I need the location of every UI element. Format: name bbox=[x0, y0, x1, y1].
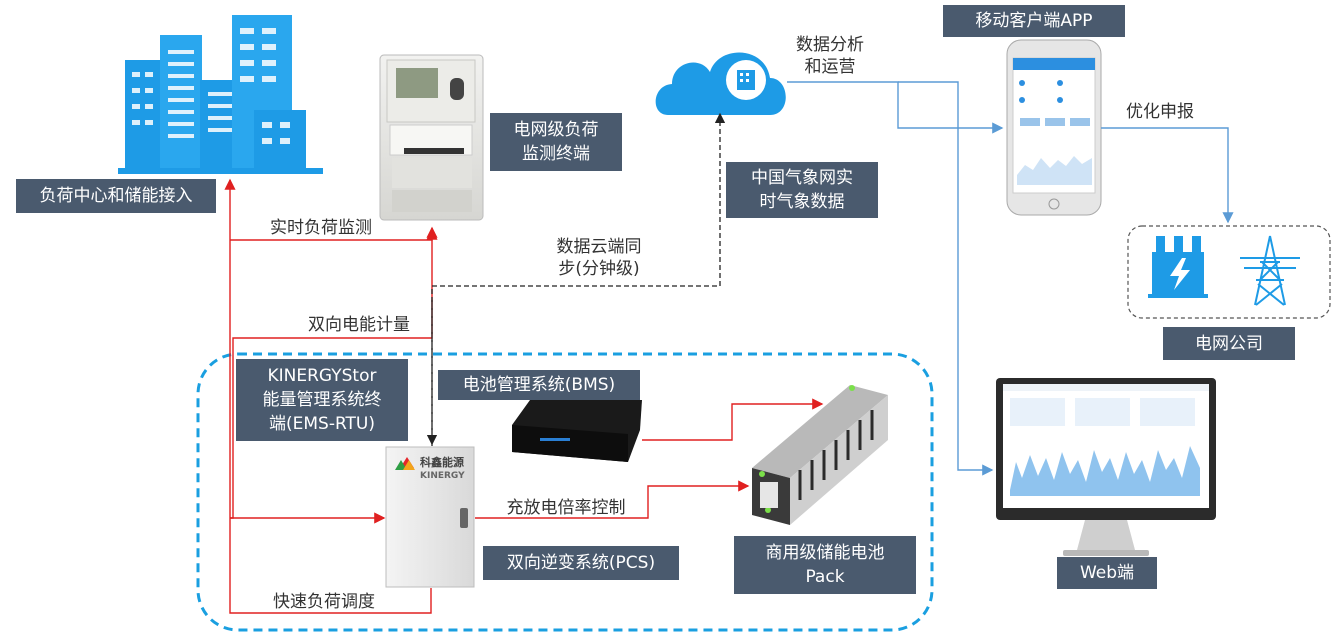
pack-label: 商用级储能电池 Pack bbox=[734, 536, 916, 594]
optimize-text: 优化申报 bbox=[1126, 102, 1194, 122]
charge-control-line bbox=[475, 480, 750, 519]
web-monitor-icon bbox=[996, 378, 1216, 556]
bms-label: 电池管理系统(BMS) bbox=[438, 370, 640, 400]
load-center-label: 负荷中心和储能接入 bbox=[16, 179, 216, 213]
pcs-label: 双向逆变系统(PCS) bbox=[483, 546, 679, 580]
brand-en-text: KINERGY bbox=[420, 471, 465, 481]
transformer-icon bbox=[1148, 236, 1208, 298]
cloud-icon bbox=[655, 52, 786, 115]
charge-control-text: 充放电倍率控制 bbox=[506, 498, 626, 518]
analysis-text: 数据分析 和运营 bbox=[796, 35, 864, 77]
electric-meter-icon bbox=[379, 54, 484, 221]
red-flow-lines bbox=[224, 178, 824, 614]
bidirectional-metering-text: 双向电能计量 bbox=[308, 315, 410, 335]
realtime-monitor-text: 实时负荷监测 bbox=[270, 218, 372, 238]
mobile-phone-icon bbox=[1006, 39, 1102, 216]
ems-label: KINERGYStor 能量管理系统终 端(EMS-RTU) bbox=[236, 359, 408, 441]
battery-pack-icon bbox=[752, 385, 888, 525]
brand-logo-icon bbox=[395, 457, 415, 470]
power-tower-icon bbox=[1240, 235, 1300, 306]
dashed-flow-lines bbox=[426, 112, 726, 446]
cloud-to-app-line bbox=[787, 81, 1004, 134]
web-label: Web端 bbox=[1057, 557, 1157, 589]
brand-cn-text: 科鑫能源 bbox=[420, 455, 464, 469]
fast-dispatch-line bbox=[224, 178, 432, 614]
buildings-icon bbox=[118, 15, 323, 174]
grid-company-frame bbox=[1127, 225, 1331, 319]
app-to-grid-line bbox=[1101, 127, 1234, 224]
app-label: 移动客户端APP bbox=[943, 5, 1125, 37]
fast-dispatch-text: 快速负荷调度 bbox=[273, 592, 375, 612]
cloud-to-web-line bbox=[898, 81, 994, 476]
cloud-sync-text: 数据云端同 步(分钟级) bbox=[556, 237, 642, 279]
storage-system-frame bbox=[196, 352, 934, 632]
weather-label: 中国气象网实 时气象数据 bbox=[726, 162, 878, 218]
bms-device-icon bbox=[512, 400, 642, 462]
grid-terminal-label: 电网级负荷 监测终端 bbox=[490, 113, 622, 171]
grid-company-label: 电网公司 bbox=[1163, 327, 1295, 360]
blue-flow-lines bbox=[787, 81, 1234, 476]
bms-to-pack-line bbox=[642, 398, 824, 441]
pcs-cabinet-icon bbox=[385, 446, 475, 588]
